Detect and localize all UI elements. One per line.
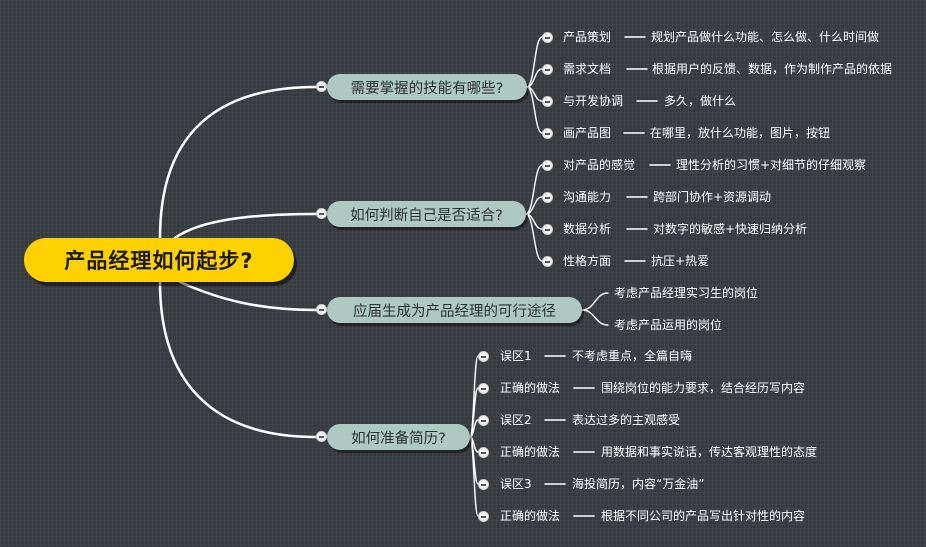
leaf-toggle[interactable]: [478, 479, 489, 490]
detail-node[interactable]: 理性分析的习惯+对细节的仔细观察: [676, 158, 867, 172]
leaf-node[interactable]: 误区2: [500, 413, 532, 427]
leaf-node[interactable]: 正确的做法: [500, 509, 561, 523]
collapse-toggle-suitability[interactable]: [316, 208, 327, 219]
leaf-toggle[interactable]: [542, 192, 553, 203]
connector-root-suitability: [173, 212, 318, 240]
leaf-node[interactable]: 考虑产品运用的岗位: [614, 318, 723, 332]
leaf-node[interactable]: 对产品的感觉: [563, 158, 636, 172]
leaf-node[interactable]: 误区1: [500, 349, 532, 363]
detail-node[interactable]: 用数据和事实说话，传达客观理性的态度: [601, 445, 818, 459]
detail-node[interactable]: 抗压+热爱: [651, 254, 710, 268]
connector-branch1-leaf0: [525, 164, 543, 215]
branch-suitability[interactable]: 如何判断自己是否适合?: [327, 201, 526, 227]
branch-graduate-paths[interactable]: 应届生成为产品经理的可行途径: [327, 297, 582, 323]
leaf-node[interactable]: 需求文档: [563, 62, 612, 76]
leaf-node[interactable]: 沟通能力: [563, 190, 612, 204]
connector-root-graduate-paths: [178, 280, 318, 312]
detail-node[interactable]: 多久，做什么: [664, 94, 737, 108]
leaf-toggle[interactable]: [542, 32, 553, 43]
detail-node[interactable]: 规划产品做什么功能、怎么做、什么时间做: [651, 30, 880, 44]
detail-node[interactable]: 跨部门协作+资源调动: [653, 190, 772, 204]
leaf-toggle[interactable]: [542, 256, 553, 267]
detail-node[interactable]: 对数字的敏感+快速归纳分析: [653, 222, 808, 236]
leaf-node[interactable]: 产品策划: [563, 30, 612, 44]
detail-node[interactable]: 根据不同公司的产品写出针对性的内容: [601, 509, 806, 523]
leaf-node[interactable]: 数据分析: [563, 222, 612, 236]
leaf-toggle[interactable]: [542, 160, 553, 171]
leaf-node[interactable]: 考虑产品经理实习生的岗位: [614, 286, 759, 300]
leaf-node[interactable]: 性格方面: [563, 254, 612, 268]
connector-branch1-leaf3: [525, 213, 543, 262]
collapse-toggle-graduate-paths[interactable]: [316, 304, 327, 315]
leaf-toggle[interactable]: [478, 415, 489, 426]
collapse-toggle-skills[interactable]: [316, 81, 327, 92]
branch-skills[interactable]: 需要掌握的技能有哪些?: [327, 74, 527, 100]
leaf-toggle[interactable]: [542, 64, 553, 75]
connector-branch2-leaf0: [581, 292, 609, 311]
leaf-toggle[interactable]: [542, 224, 553, 235]
leaf-node[interactable]: 与开发协调: [563, 94, 624, 108]
leaf-toggle[interactable]: [478, 447, 489, 458]
connector-branch0-leaf1: [526, 68, 543, 88]
leaf-toggle[interactable]: [478, 383, 489, 394]
branch-resume[interactable]: 如何准备简历?: [327, 424, 470, 450]
leaf-toggle[interactable]: [478, 351, 489, 362]
leaf-node[interactable]: 画产品图: [563, 126, 612, 140]
detail-node[interactable]: 根据用户的反馈、数据，作为制作产品的依据: [652, 62, 893, 76]
leaf-node[interactable]: 误区3: [500, 477, 532, 491]
connector-branch3-leaf0: [469, 355, 479, 438]
leaf-node[interactable]: 正确的做法: [500, 445, 561, 459]
connector-root-skills: [158, 85, 318, 240]
detail-node[interactable]: 在哪里，放什么功能，图片，按钮: [650, 126, 831, 140]
detail-node[interactable]: 围绕岗位的能力要求，结合经历写内容: [601, 381, 806, 395]
connector-branch1-leaf1: [525, 196, 543, 215]
connector-branch3-leaf1: [469, 387, 479, 438]
detail-node[interactable]: 海投简历，内容“万金油”: [572, 477, 705, 491]
leaf-toggle[interactable]: [478, 511, 489, 522]
connector-branch3-leaf2: [469, 419, 479, 438]
detail-node[interactable]: 不考虑重点，全篇自嗨: [572, 349, 693, 363]
connector-branch0-leaf3: [526, 86, 543, 134]
connector-root-resume: [158, 280, 318, 439]
root-topic[interactable]: 产品经理如何起步?: [24, 238, 294, 282]
leaf-toggle[interactable]: [542, 128, 553, 139]
leaf-node[interactable]: 正确的做法: [500, 381, 561, 395]
collapse-toggle-resume[interactable]: [316, 431, 327, 442]
connector-branch3-leaf5: [469, 436, 479, 517]
leaf-toggle[interactable]: [542, 96, 553, 107]
connector-branch2-leaf1: [581, 309, 609, 326]
detail-node[interactable]: 表达过多的主观感受: [572, 413, 681, 427]
connector-branch0-leaf0: [526, 36, 543, 88]
